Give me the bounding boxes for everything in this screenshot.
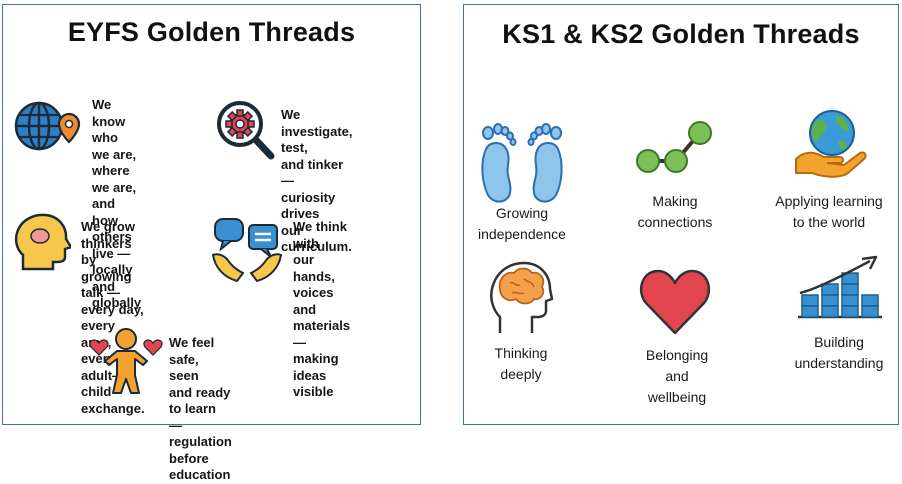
brain-head-icon (490, 261, 554, 333)
growth-blocks-icon (798, 255, 882, 319)
hands-speech-bubbles-icon (211, 218, 283, 283)
eyfs-item-text: We feel safe, seen and ready to learn — … (169, 335, 232, 482)
eyfs-item-text: We investigate, test, and tinker — curio… (281, 107, 353, 254)
eyfs-panel: EYFS Golden Threads We know who we are, … (2, 4, 421, 482)
eyfs-item-text: We grow thinkers by growing talk — every… (81, 219, 145, 416)
ks-item-label: Thinking deeply (494, 345, 548, 382)
eyfs-item-text: We know who we are, where we are, and ho… (92, 97, 142, 310)
ks-item-label: Building understanding (794, 334, 884, 371)
globe-hand-icon (795, 110, 867, 178)
head-thinking-icon (14, 213, 71, 271)
ks-item-label: Making connections (637, 193, 713, 230)
globe-location-icon (14, 101, 81, 151)
eyfs-title: EYFS Golden Threads (67, 17, 356, 47)
heart-icon (639, 269, 711, 335)
child-hearts-icon (89, 328, 163, 394)
molecule-icon (636, 121, 712, 173)
footprints-icon (481, 123, 563, 203)
eyfs-item-text: We think with our hands, voices and mate… (293, 219, 351, 399)
ks-item-label: Belonging and wellbeing (645, 347, 709, 405)
ks-title: KS1 & KS2 Golden Threads (502, 19, 860, 49)
gear-magnifier-icon (217, 101, 275, 160)
ks-item-label: Applying learning to the world (775, 193, 883, 230)
ks-item-label: Growing independence (478, 205, 566, 242)
ks-panel: KS1 & KS2 Golden Threads Growing indepen… (463, 4, 899, 425)
